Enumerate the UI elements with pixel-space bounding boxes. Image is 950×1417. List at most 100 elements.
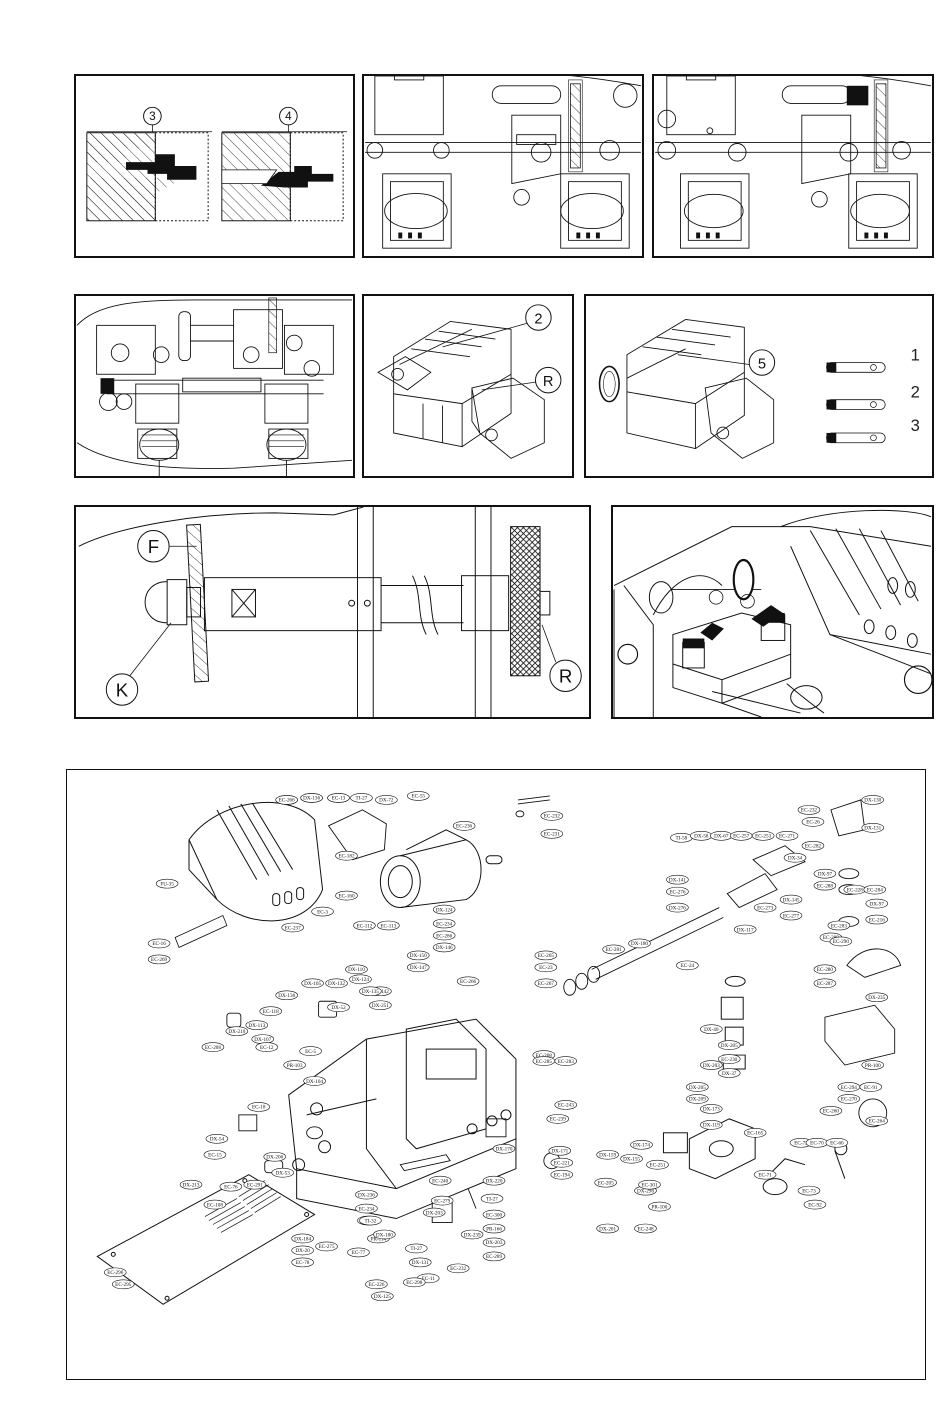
clamp-with-round-key-drawing: 5 1 2 3 <box>598 319 920 459</box>
part-number-label: DX-131 <box>864 826 881 832</box>
clamp-label: 2 <box>534 311 542 327</box>
part-number-label: EC-76 <box>224 1184 238 1190</box>
part-number-label: TI-58 <box>676 836 688 842</box>
part-callout: EC-266 <box>456 976 480 987</box>
part-callout: DX-213 <box>179 1179 203 1190</box>
part-callout: EC-277 <box>779 910 803 921</box>
part-callout: EC-257 <box>729 830 753 841</box>
part-callout: EC-24 <box>676 960 699 971</box>
part-number-label: EC-267 <box>538 981 555 987</box>
part-number-label: DX-276 <box>669 905 686 911</box>
part-number-label: DX-97 <box>818 871 833 877</box>
part-callout: DX-210 <box>225 1026 249 1036</box>
part-number-label: DX-213 <box>183 1182 200 1188</box>
part-callout: DX-131 <box>861 823 885 833</box>
part-callout: EC-296 <box>103 1267 127 1278</box>
part-number-label: DX-124 <box>352 977 369 983</box>
part-callout: EC-3 <box>311 906 334 917</box>
part-callout: EC-13 <box>327 793 350 803</box>
part-number-label: EC-280 <box>817 967 834 973</box>
part-callout: DX-220 <box>482 1175 506 1186</box>
part-callout: EC-301 <box>638 1179 661 1190</box>
part-number-label: DX-180 <box>376 1232 393 1238</box>
part-number-label: EC-92 <box>808 1202 822 1208</box>
part-number-label: EC-234 <box>436 921 453 927</box>
part-callout: EC-232 <box>446 1263 470 1274</box>
part-callout: DX-145 <box>779 894 803 905</box>
part-number-label: DX-239 <box>464 1232 481 1238</box>
part-number-label: EC-300 <box>486 1212 503 1218</box>
part-callout: EC-253 <box>751 830 775 841</box>
part-callout: EC-280 <box>813 964 837 975</box>
panel-profile-comparison: 3 4 <box>74 74 355 258</box>
part-number-label: EC-232 <box>450 1266 467 1272</box>
part-number-label: EC-3 <box>317 909 328 915</box>
part-callout: EC-234 <box>432 918 456 929</box>
part-callout: DX-239 <box>460 1229 484 1240</box>
part-callout: DX-209 <box>686 1094 709 1104</box>
part-number-label: EC-257 <box>733 834 750 840</box>
part-callout: DX-125 <box>371 1291 394 1302</box>
part-callout: DX-251 <box>369 1000 392 1011</box>
part-callout: DX-235 <box>865 992 889 1003</box>
part-callout: EC-228 <box>843 884 867 895</box>
cutter-f <box>186 523 210 683</box>
part-callout: EC-267 <box>534 978 558 989</box>
machine-top-view-b-drawing <box>655 76 932 249</box>
part-number-label: DX-209 <box>689 1097 706 1103</box>
exploded-parts-drawing: EC-93TI-27EC-90TI-27DX-72EC-55EC-236EC-2… <box>96 791 902 1305</box>
panel-shaft-detail: F K R <box>74 505 591 719</box>
part-number-label: EC-24 <box>681 963 695 969</box>
part-number-label: EC-294 <box>841 1085 858 1091</box>
part-number-label: EC-108 <box>207 1202 224 1208</box>
part-number-label: EC-251 <box>649 1162 666 1168</box>
part-callout: EC-226 <box>365 1279 388 1290</box>
part-number-label: EC-16 <box>152 941 166 947</box>
part-callout: EC-283 <box>827 920 851 931</box>
part-callout: EC-160 <box>335 890 358 901</box>
part-number-label: DX-155 <box>623 1157 640 1163</box>
part-callout: DX-150 <box>406 950 430 961</box>
part-number-label: EC-283 <box>831 923 848 929</box>
part-number-label: EC-296 <box>107 1270 124 1276</box>
part-number-label: DX-170 <box>495 1147 512 1153</box>
part-number-label: EC-78 <box>296 1260 310 1266</box>
part-callout: DX-110 <box>345 964 368 975</box>
part-callout: DX-119 <box>700 1120 723 1130</box>
part-number-label: EC-70 <box>810 1141 824 1147</box>
part-callout: DX-104 <box>303 1076 326 1086</box>
part-callout: EC-78 <box>291 1257 314 1268</box>
part-callout: EC-300 <box>482 1209 506 1220</box>
round-key-bow <box>598 365 620 403</box>
part-callout: DX-72 <box>375 795 398 805</box>
part-callout: DX-136 <box>275 990 298 1001</box>
part-callout: PR-100 <box>861 1060 885 1070</box>
label-r: R <box>559 666 572 687</box>
part-number-label: EC-112 <box>356 923 372 929</box>
part-number-label: EC-289 <box>823 935 840 941</box>
perspective-cutter <box>732 558 755 601</box>
part-callout: EC-269 <box>147 954 171 965</box>
part-number-label: EC-221 <box>554 1161 571 1167</box>
part-callout: EC-55 <box>406 791 430 801</box>
part-callout: DX-136 <box>300 793 323 803</box>
part-callout: TI-27 <box>404 1243 428 1254</box>
part-callout: DX-40 <box>700 1024 723 1034</box>
part-callout: DX-20 <box>291 1245 314 1256</box>
part-callout: DX-135 <box>359 986 382 997</box>
part-number-label: DX-119 <box>703 1123 720 1129</box>
part-number-label: EC-266 <box>279 798 296 804</box>
upper-right-assembly <box>726 799 902 1128</box>
part-callout: EC-270 <box>837 1094 861 1104</box>
part-number-label: EC-205 <box>598 1180 615 1186</box>
part-number-label: EC-55 <box>411 794 425 800</box>
part-number-label: DX-203 <box>426 1210 443 1216</box>
part-callout: EC-230 <box>717 1054 741 1064</box>
part-callout: EC-271 <box>775 830 799 841</box>
part-callout: EC-60 <box>825 1137 849 1148</box>
part-number-label: EC-264 <box>869 1119 886 1125</box>
part-number-label: EC-260 <box>823 1109 840 1115</box>
part-number-label: DX-58 <box>694 834 709 840</box>
part-callout: EC-205 <box>594 1177 617 1188</box>
part-callout: EC-76 <box>219 1181 243 1192</box>
